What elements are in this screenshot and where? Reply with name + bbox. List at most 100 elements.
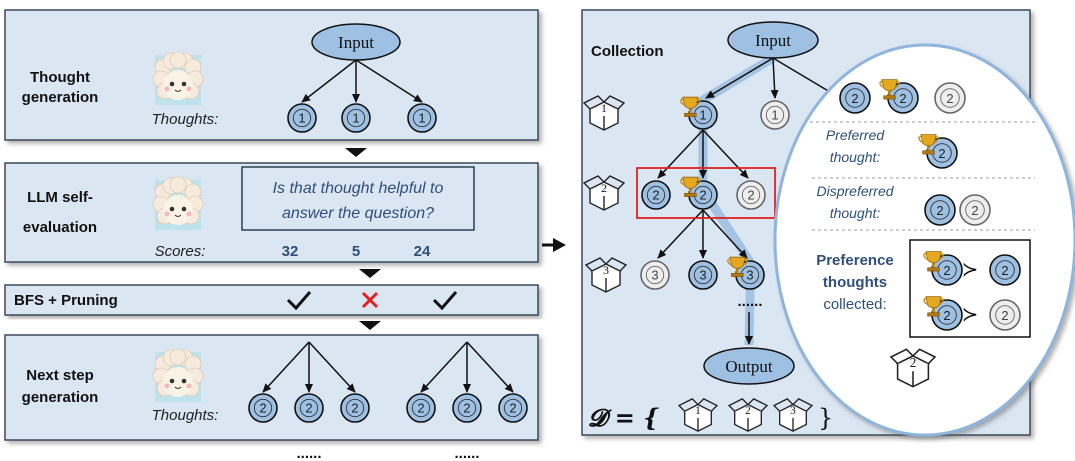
pruned-thought-node: 1 <box>760 100 790 130</box>
thought-number: 2 <box>938 146 945 161</box>
pruned-thought-node: 2 <box>934 82 966 114</box>
step-box-icon: 1 <box>677 398 719 432</box>
thought-number: 2 <box>943 263 950 278</box>
panel-self-evaluation: LLM self- evaluation Scores: Is that tho… <box>4 162 539 263</box>
thought-node: 2 <box>406 393 436 423</box>
thought-node: 1 <box>341 103 371 133</box>
thought-number: 2 <box>652 188 659 203</box>
ellipsis: ...... <box>454 445 479 461</box>
llama-avatar <box>152 348 204 402</box>
thought-number: 2 <box>747 188 754 203</box>
edge-arrow <box>702 129 749 179</box>
edge-arrow <box>705 57 774 99</box>
cross-icon <box>361 291 379 309</box>
box-number: 2 <box>745 405 751 417</box>
thought-node: 3 <box>735 260 765 290</box>
thought-node: 2 <box>452 393 482 423</box>
pruned-thought-node: 2 <box>736 180 766 210</box>
edge-arrow <box>657 129 704 179</box>
thought-number: 1 <box>699 108 706 123</box>
step-box-icon: 2 <box>727 398 769 432</box>
thought-number: 2 <box>1001 263 1008 278</box>
output-node <box>703 347 795 385</box>
question-text: Is that thought helpful to <box>273 180 444 197</box>
selected-level-highlight <box>636 167 776 219</box>
box-number: 3 <box>603 263 609 277</box>
preference-symbol: ≻ <box>962 257 979 281</box>
trophy-icon <box>727 256 748 277</box>
panel-next-step: Next step generation Thoughts: <box>4 334 539 441</box>
edge-arrow <box>355 59 423 103</box>
thought-node: 2 <box>839 82 871 114</box>
zoom-callout: Preferred thought: Dispreferred thought:… <box>773 43 1075 437</box>
thought-number: 1 <box>418 111 425 126</box>
thought-node: 1 <box>287 103 317 133</box>
trophy-icon <box>680 96 701 117</box>
thought-number: 1 <box>298 111 305 126</box>
panel-bfs-pruning: BFS + Pruning <box>4 284 539 316</box>
ellipsis: ...... <box>296 445 321 461</box>
trophy-icon <box>923 296 944 317</box>
stage-label: BFS + Pruning <box>14 292 118 309</box>
trophy-icon <box>879 79 900 100</box>
check-icon <box>286 291 312 311</box>
flow-down-arrow-icon <box>345 148 367 157</box>
box-number: 3 <box>790 405 796 417</box>
collected-label: thoughts <box>823 274 887 291</box>
score: 24 <box>414 243 431 260</box>
llama-avatar <box>152 51 204 105</box>
thoughts-label: Thoughts: <box>152 111 219 128</box>
pruned-thought-node: 2 <box>959 194 991 226</box>
question-box <box>241 166 475 231</box>
thought-number: 2 <box>971 203 978 218</box>
thought-node: 2 <box>498 393 528 423</box>
thought-number: 2 <box>899 91 906 106</box>
thought-node: 2 <box>688 180 718 210</box>
thought-number: 3 <box>699 268 706 283</box>
collection-title: Collection <box>591 43 664 60</box>
flow-down-arrow-icon <box>359 321 381 330</box>
pruned-thought-node: 3 <box>640 260 670 290</box>
thought-number: 2 <box>463 401 470 416</box>
input-label: Input <box>755 31 791 50</box>
thought-node: 2 <box>340 393 370 423</box>
edge-arrow <box>466 341 514 393</box>
thought-node: 2 <box>989 254 1021 286</box>
stage-label: generation <box>22 89 99 106</box>
box-number: 1 <box>695 405 701 417</box>
step-box-icon: 1 <box>582 95 626 131</box>
trophy-icon <box>923 251 944 272</box>
llama-avatar <box>152 176 204 230</box>
thought-number: 2 <box>943 308 950 323</box>
preference-symbol: ≻ <box>962 302 979 326</box>
thought-number: 2 <box>1001 308 1008 323</box>
step-box-icon: 2 <box>582 175 626 211</box>
thought-number: 2 <box>946 91 953 106</box>
trophy-icon <box>918 134 939 155</box>
dataset-formula: 𝓓 = { <box>588 403 659 432</box>
box-number: 2 <box>601 181 607 195</box>
panel-thought-generation: Thought generation Thoughts: Input <box>4 9 539 141</box>
collected-label: Preference <box>816 252 894 269</box>
box-number: 1 <box>601 101 607 115</box>
thought-node: 3 <box>688 260 718 290</box>
thought-number: 2 <box>259 401 266 416</box>
score: 5 <box>352 243 360 260</box>
stage-label: Thought <box>30 69 90 86</box>
flow-down-arrow-icon <box>359 269 381 278</box>
edge-arrow <box>770 57 779 99</box>
edge-arrow <box>262 341 310 393</box>
collected-label: collected: <box>823 296 886 313</box>
ellipsis: ...... <box>737 293 762 310</box>
thought-node: 2 <box>641 180 671 210</box>
pruned-thought-node: 2 <box>989 299 1021 331</box>
thought-number: 2 <box>351 401 358 416</box>
question-text: answer the question? <box>282 205 434 222</box>
stage-label: generation <box>22 389 99 406</box>
thought-node: 2 <box>248 393 278 423</box>
thought-number: 2 <box>936 203 943 218</box>
edge-arrow <box>301 59 357 103</box>
thought-number: 2 <box>509 401 516 416</box>
stage-label: LLM self- <box>27 189 93 206</box>
